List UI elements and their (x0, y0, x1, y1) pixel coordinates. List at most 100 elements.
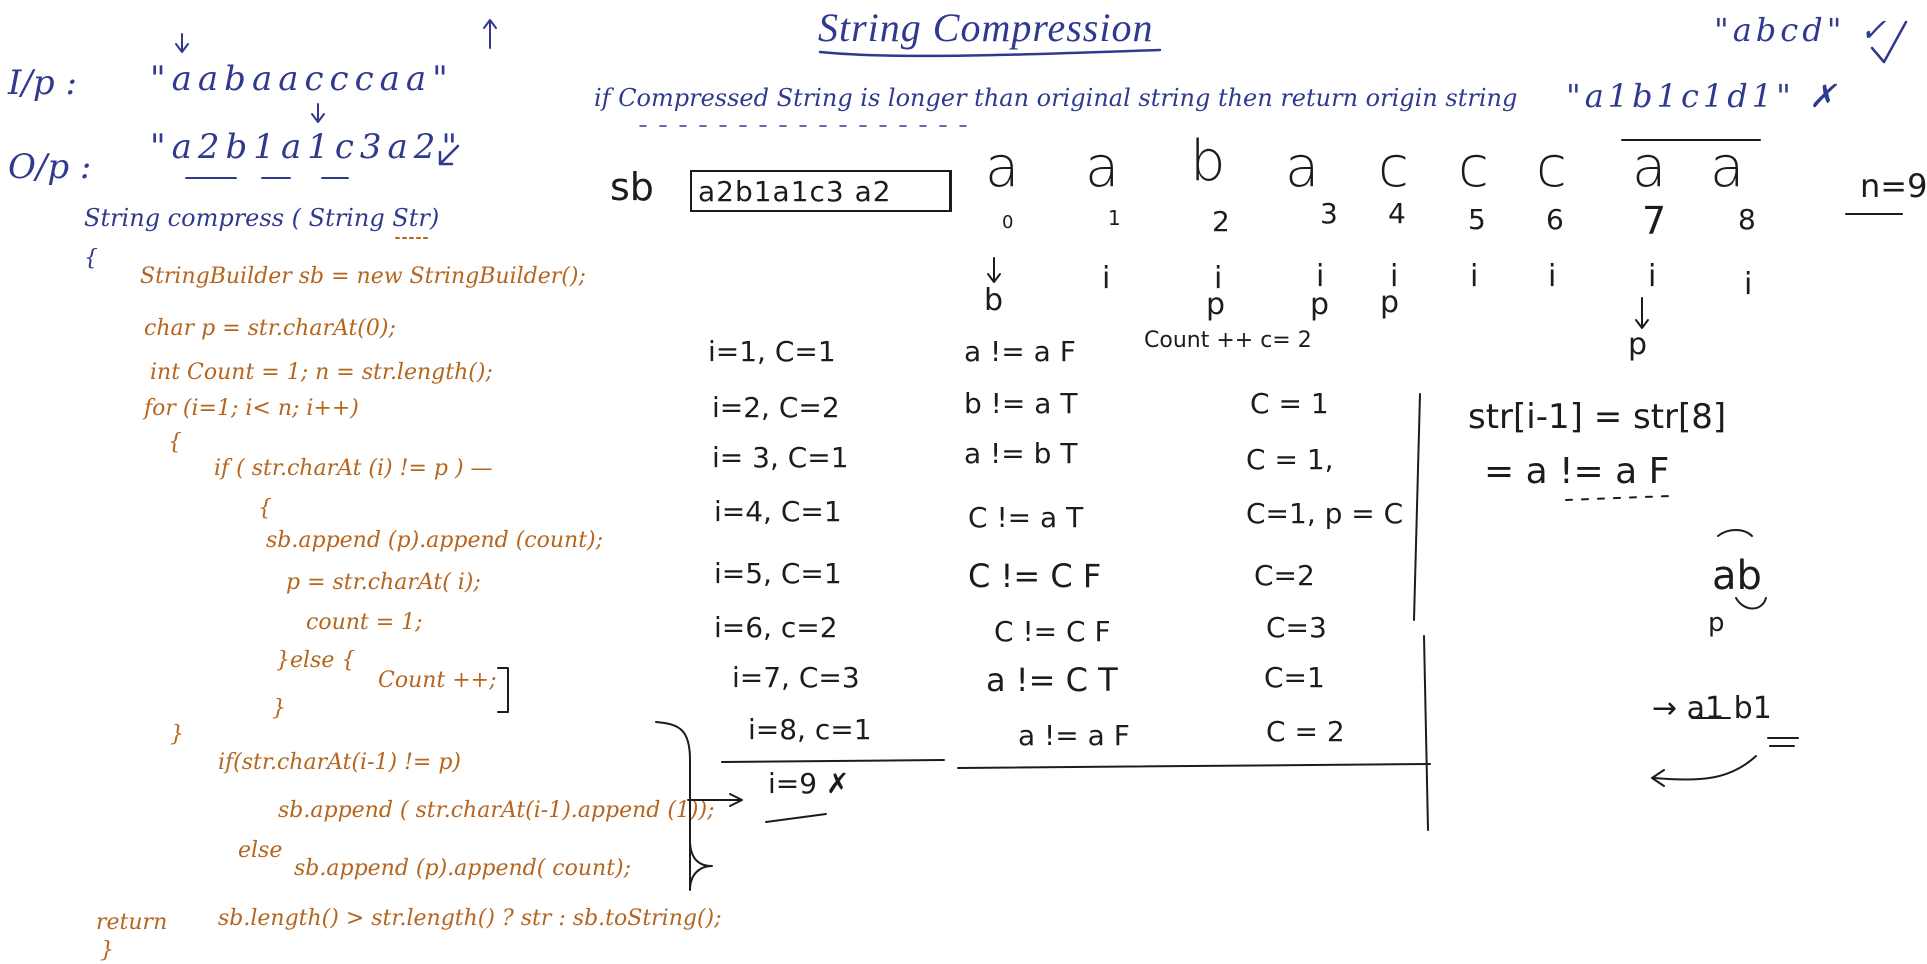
n-label: n=9 (1860, 167, 1927, 205)
code-line-final-if: if(str.charAt(i-1) != p) (218, 750, 462, 775)
table-divider-top (1413, 393, 1421, 621)
trace-row-8-state: i=8, c=1 (748, 713, 872, 746)
trace-final-row: i=9 ✗ (768, 767, 850, 800)
code-line-else: }else { (276, 648, 356, 673)
side-check: str[i-1] = str[8] (1468, 397, 1727, 437)
trace-row-2-compare: b != a T (964, 387, 1078, 420)
i-marker-2: i (1214, 261, 1223, 296)
code-line-count-inc: Count ++; (378, 668, 497, 693)
index-2: 2 (1212, 205, 1230, 238)
input-arrow-right (483, 19, 497, 49)
output-label: O/p : (8, 147, 92, 187)
final-row-underline (765, 813, 827, 823)
side-pair: ab (1712, 553, 1762, 599)
i-marker-3: i (1316, 259, 1325, 294)
trace-row-6-state: i=6, c=2 (714, 611, 838, 644)
trace-row-1-result: Count ++ c= 2 (1144, 328, 1312, 353)
trace-row-4-state: i=4, C=1 (714, 495, 842, 528)
sb-label: sb (610, 165, 654, 209)
trace-row-3-result: C = 1, (1246, 443, 1334, 476)
code-line-stringbuilder: StringBuilder sb = new StringBuilder(); (140, 264, 586, 289)
side-pair-pointer: p (1708, 608, 1725, 638)
trace-row-3-state: i= 3, C=1 (712, 441, 849, 474)
code-line-char-p: char p = str.charAt(0); (144, 316, 396, 341)
code-line-count: int Count = 1; n = str.length(); (150, 360, 493, 385)
code-line-close-for: } (170, 722, 184, 747)
input-arrow-left (175, 33, 189, 53)
trace-row-8-result: C = 2 (1266, 715, 1345, 748)
trace-divider-right (957, 763, 1431, 769)
arrow-first-char (987, 257, 1001, 283)
code-line-close-brace: } (272, 696, 286, 721)
code-line-return-keyword: return (96, 910, 168, 935)
i-marker-4: i (1390, 259, 1399, 294)
trace-row-5-result: C=2 (1254, 559, 1315, 592)
index-7: 7 (1642, 199, 1667, 243)
compression-rule: if Compressed String is longer than orig… (594, 84, 1518, 112)
i-marker-5: i (1470, 259, 1479, 294)
i-marker-8: i (1744, 267, 1753, 302)
char-6: c (1536, 135, 1567, 200)
side-check-result: = a != a F (1484, 451, 1670, 492)
code-line-count-reset: count = 1; (306, 610, 423, 635)
char-5: c (1458, 135, 1489, 200)
else-bracket (497, 667, 509, 713)
pair-arc (1717, 529, 1753, 537)
trace-row-5-state: i=5, C=1 (714, 557, 842, 590)
index-3: 3 (1320, 197, 1338, 230)
index-1: 1 (1108, 206, 1121, 230)
trace-row-2-state: i=2, C=2 (712, 391, 840, 424)
p-marker-4: p (1380, 285, 1400, 320)
output-value: "a2b1a1c3a2" (150, 127, 464, 167)
trace-row-4-result: C=1, p = C (1246, 497, 1404, 530)
trace-row-6-compare: C != C F (994, 615, 1111, 648)
side-result: → a1 b1 (1652, 691, 1772, 726)
char-0: a (985, 135, 1020, 200)
sb-value-box: a2b1a1c3 a2 (690, 170, 952, 212)
trace-row-6-result: C=3 (1266, 611, 1327, 644)
p-marker-7: p (1628, 327, 1648, 362)
char-3: a (1285, 135, 1320, 200)
code-line-final-brace: } (100, 938, 114, 963)
arrow-index-7 (1635, 297, 1649, 329)
trace-divider-left (721, 759, 945, 763)
trace-row-7-state: i=7, C=3 (732, 661, 860, 694)
index-0: 0 (1002, 212, 1014, 233)
char-7: a (1632, 135, 1667, 200)
p-marker-0: b (984, 283, 1004, 318)
code-line-append: sb.append (p).append (count); (266, 528, 604, 553)
trace-row-3-compare: a != b T (964, 437, 1078, 470)
p-marker-3: p (1310, 287, 1330, 322)
pair-loop (1735, 597, 1767, 610)
table-divider-bottom (1423, 635, 1429, 831)
trace-row-7-compare: a != C T (986, 661, 1118, 699)
example-valid: "abcd" ✓ (1714, 11, 1891, 49)
index-8: 8 (1738, 203, 1756, 236)
code-line-open-brace: { (84, 246, 98, 271)
input-label: I/p : (8, 63, 77, 103)
code-line-return-expr: sb.length() > str.length() ? str : sb.to… (218, 906, 722, 931)
char-8: a (1710, 135, 1745, 200)
code-line-if: if ( str.charAt (i) != p ) — (214, 456, 493, 481)
code-line-for: for (i=1; i< n; i++) (144, 396, 359, 421)
i-marker-1: i (1102, 261, 1111, 296)
code-line-final-append: sb.append ( str.charAt(i-1).append (1)); (278, 798, 715, 823)
code-line-final-else: else (238, 838, 283, 863)
board-title: String Compression (818, 5, 1154, 50)
i-marker-6: i (1548, 259, 1557, 294)
index-4: 4 (1388, 197, 1406, 230)
return-arrow (1651, 755, 1757, 787)
title-underline (818, 48, 1162, 58)
input-value: "aabaacccaa" (150, 59, 454, 99)
side-check-dashes (1565, 495, 1671, 501)
char-2: b (1190, 129, 1226, 194)
code-line-p-assign: p = str.charAt( i); (286, 570, 481, 595)
index-6: 6 (1546, 203, 1564, 236)
trace-row-1-compare: a != a F (964, 335, 1076, 368)
trace-row-2-result: C = 1 (1250, 387, 1329, 420)
trace-row-4-compare: C != a T (968, 501, 1084, 534)
trace-row-8-compare: a != a F (1018, 719, 1130, 752)
i-marker-7: i (1648, 259, 1657, 294)
trace-row-7-result: C=1 (1264, 661, 1325, 694)
